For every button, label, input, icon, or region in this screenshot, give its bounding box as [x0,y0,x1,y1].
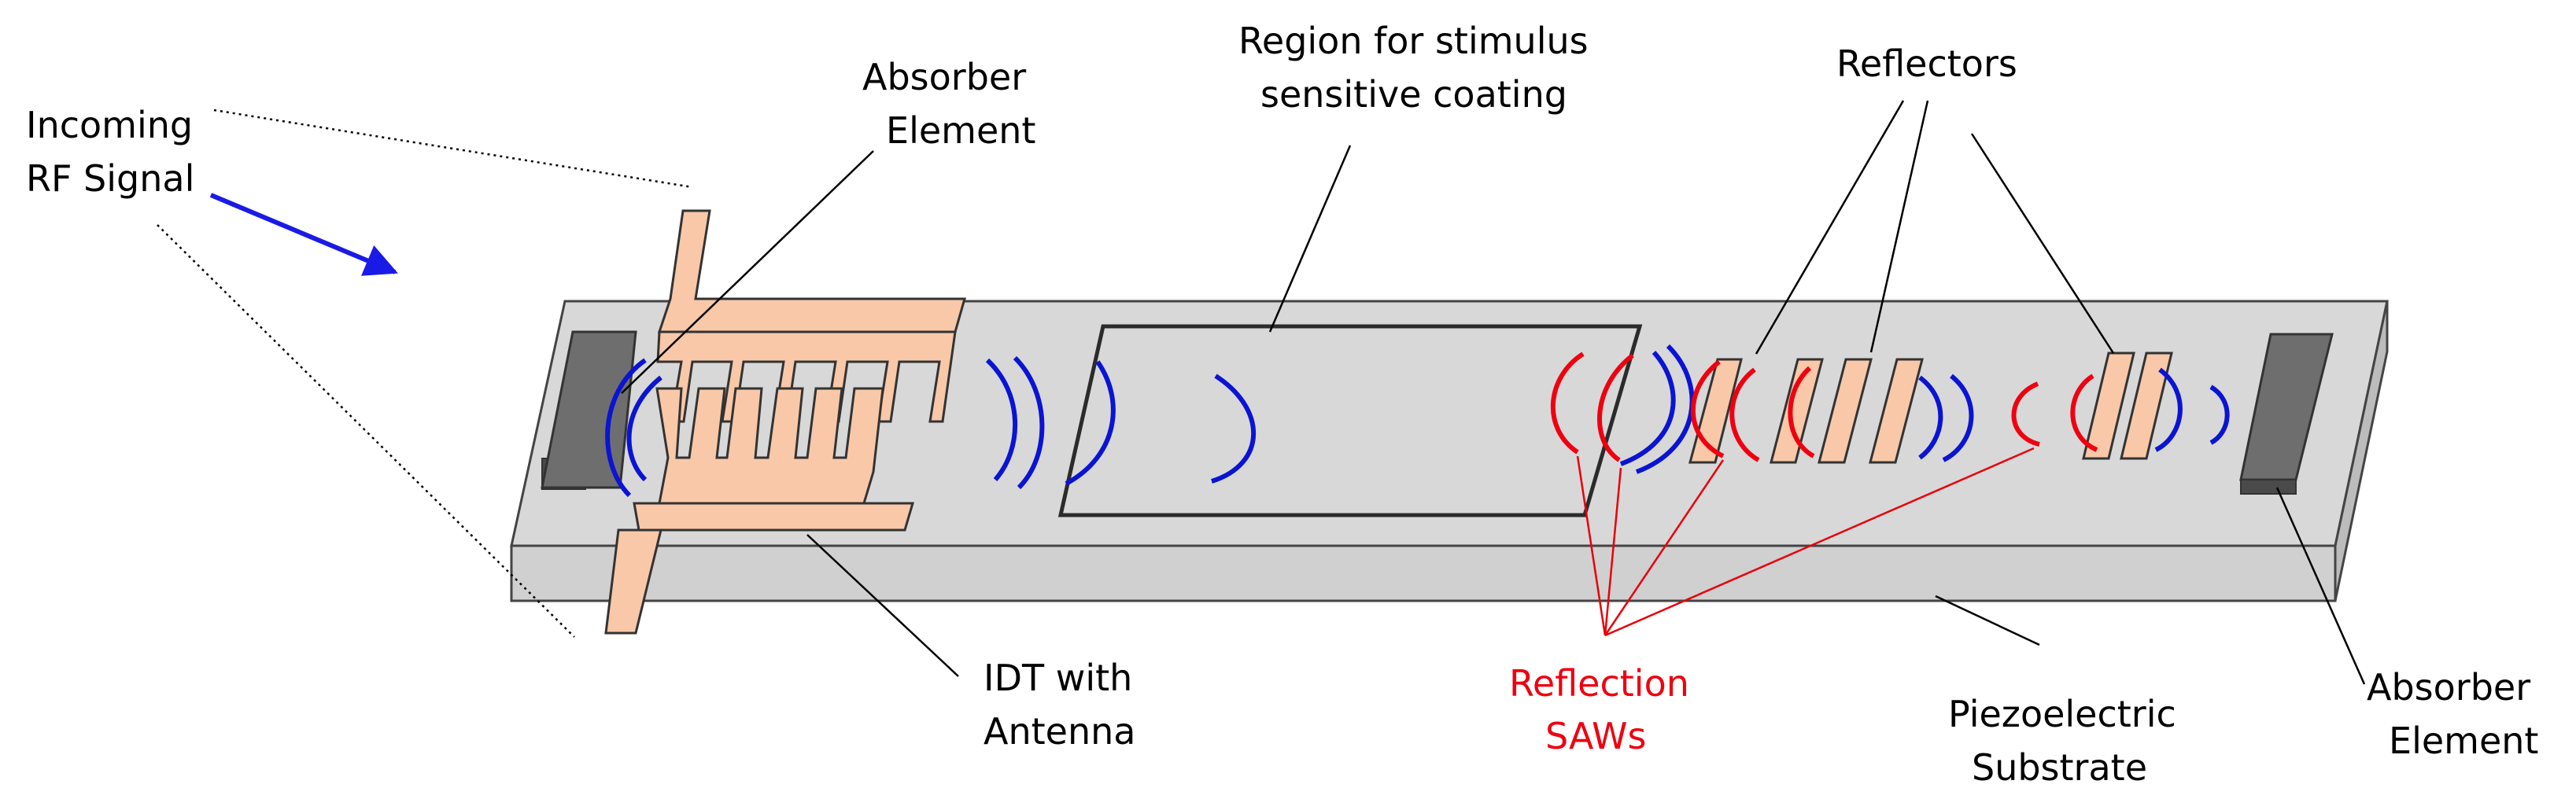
label-absorber-left-line2: Element [886,109,1035,152]
reflector-group-1 [1688,358,1924,464]
label-incoming-rf: Incoming RF Signal [26,104,194,200]
label-absorber-right: Absorber Element [2367,666,2538,762]
label-coating-region-line2: sensitive coating [1260,73,1567,116]
label-coating-region: Region for stimulus sensitive coating [1238,20,1589,116]
reflected-saw-waves [1551,352,2098,462]
label-idt: IDT with Antenna [984,657,1135,753]
leader-lines [621,100,2366,685]
label-idt-line1: IDT with [984,657,1132,699]
label-piezo-line1: Piezoelectric [1948,693,2176,735]
label-incoming-rf-line2: RF Signal [26,157,194,200]
incoming-rf-arrow [209,193,398,276]
label-coating-region-line1: Region for stimulus [1238,20,1589,62]
label-absorber-right-line1: Absorber [2367,666,2530,709]
absorber-element-left [541,330,637,490]
substrate-front-face [510,544,2337,602]
label-piezo-line2: Substrate [1972,746,2147,789]
label-reflectors: Reflectors [1836,42,2017,85]
label-reflection-saws-line2: SAWs [1545,715,1646,757]
antenna-field-line-top [213,109,693,189]
antenna-field-line-bottom [157,224,575,638]
reflector-group-2 [2082,352,2173,460]
label-idt-line2: Antenna [984,710,1135,753]
absorber-element-right [2239,333,2334,495]
substrate-side-face [2334,300,2389,602]
label-reflection-saws-line1: Reflection [1509,662,1689,705]
stimulus-coating-region [1057,324,1643,517]
idt-with-antenna [604,209,966,635]
label-absorber-left: Absorber Element [862,56,1035,152]
label-reflection-saws: Reflection SAWs [1509,662,1689,757]
label-absorber-right-line2: Element [2389,720,2538,762]
label-incoming-rf-line1: Incoming [26,104,193,146]
label-piezo-substrate: Piezoelectric Substrate [1948,693,2176,789]
label-absorber-left-line1: Absorber [862,56,1026,98]
incident-saw-waves [605,344,2230,498]
